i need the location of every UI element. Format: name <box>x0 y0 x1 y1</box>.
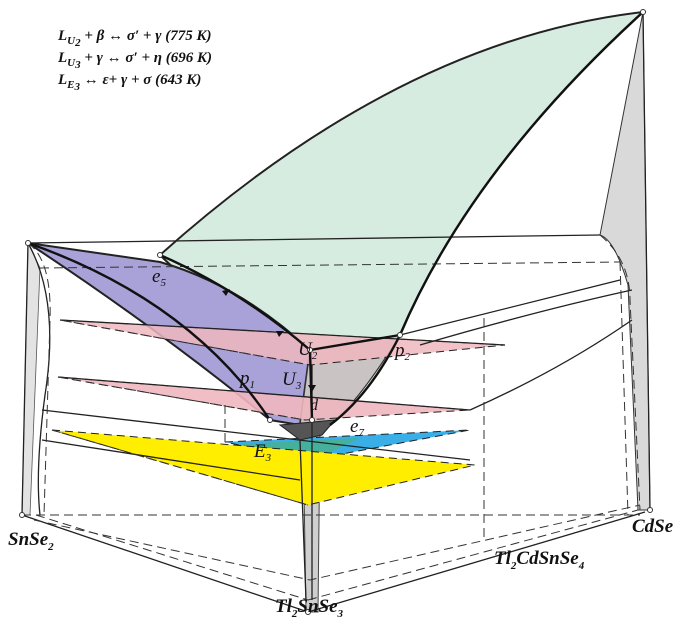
reaction-u2: LU2 + β ↔ σ′ + γ (775 K) <box>57 28 211 49</box>
label-tl2snse3: Tl2SnSe3 <box>275 596 344 620</box>
reaction-list: LU2 + β ↔ σ′ + γ (775 K) LU3 + γ ↔ σ′ + … <box>57 28 212 93</box>
label-snse2: SnSe2 <box>8 529 54 553</box>
label-tl2cdsnse4: Tl2CdSnSe4 <box>494 548 585 572</box>
point-d: d <box>310 397 319 414</box>
reaction-e3: LE3 ↔ ε+ γ + σ (643 K) <box>57 72 201 93</box>
reaction-u3: LU3 + γ ↔ σ′ + η (696 K) <box>57 50 212 71</box>
label-cdse: CdSe <box>632 516 674 537</box>
point-e7: e7 <box>350 416 364 439</box>
